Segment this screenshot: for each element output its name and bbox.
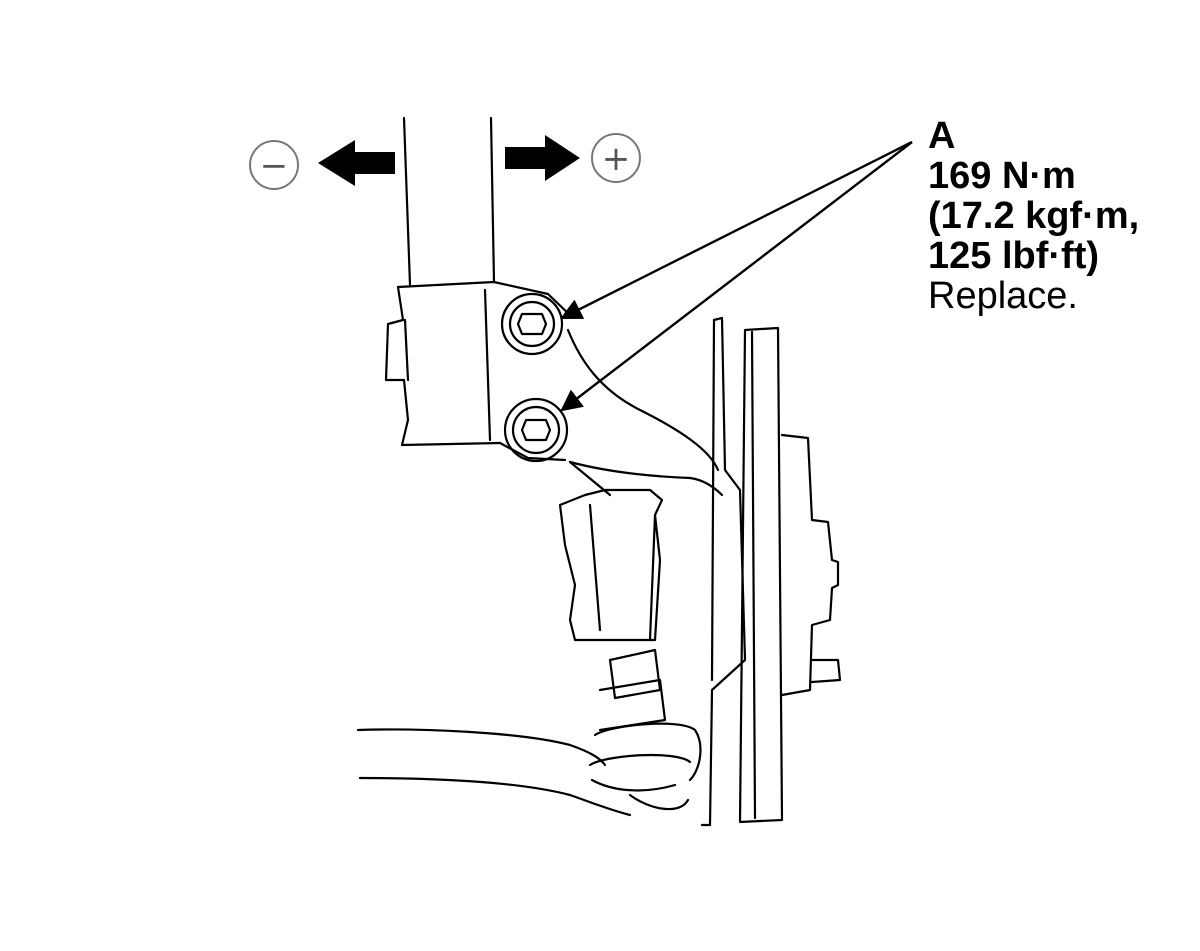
replace-note: Replace. (928, 275, 1078, 317)
minus-circle-icon (249, 140, 299, 190)
splash-shield (700, 316, 747, 827)
callout-leaders (560, 140, 913, 412)
knuckle-clamp (384, 280, 575, 462)
stabilizer-bar (356, 728, 632, 817)
brake-disc (738, 326, 784, 824)
leader-line-lower (560, 141, 913, 412)
knuckle-boot (558, 488, 664, 642)
callout-letter: A (928, 115, 956, 157)
torque-lbf: 125 lbf·ft) (928, 235, 1099, 277)
minus-sign: − (260, 146, 289, 186)
torque-callout: A 169 N·m (17.2 kgf·m, 125 lbf·ft) Repla… (928, 116, 1139, 316)
knuckle-arm (566, 328, 724, 497)
torque-kgf: (17.2 kgf·m, (928, 195, 1140, 237)
left-arrow-icon (318, 140, 395, 186)
upper-bolt (500, 292, 564, 356)
wheel-hub (780, 433, 842, 697)
direction-indicator: − + (249, 133, 641, 190)
strut-tube (402, 116, 496, 287)
lower-bolt (503, 397, 569, 463)
leader-line-upper (560, 140, 913, 320)
torque-nm: 169 N·m (928, 155, 1076, 197)
plus-circle-icon (591, 133, 641, 183)
right-arrow-icon (505, 135, 580, 181)
plus-sign: + (602, 139, 631, 179)
ball-joint (588, 648, 702, 811)
